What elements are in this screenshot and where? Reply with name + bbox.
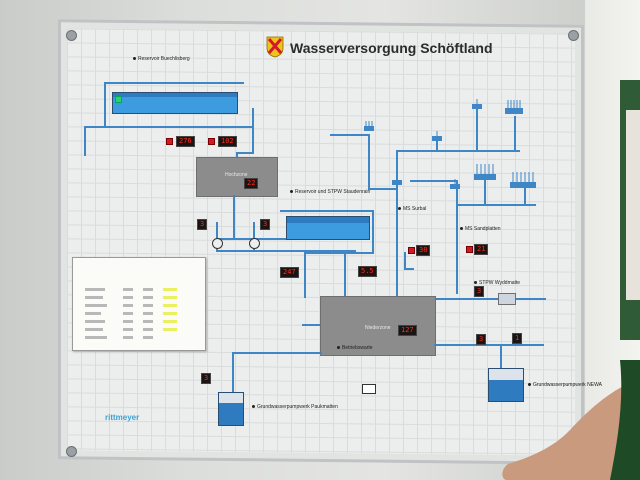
pipe [456,204,536,206]
reservoir-mid-tank [286,216,370,240]
pipe [396,150,398,300]
display-top-right: 102 [218,136,237,147]
box-upper-zone: Hochzone [196,157,278,197]
pump-icon [212,238,223,249]
pipe [216,222,218,250]
status-lamp [408,247,415,254]
pump-icon [249,238,260,249]
consumer-icon [474,164,496,180]
printed-sheet [72,257,206,351]
pump-station-right-label: Grundwasserpumpwerk NEWA [528,382,602,388]
stpw-unit [498,293,516,305]
person-arm [502,360,640,480]
display-mid-left: 3 [197,219,208,230]
pipe [396,150,520,152]
pipe [236,152,254,154]
pipe [436,298,546,300]
consumer-icon [430,128,444,141]
pipe [500,344,502,368]
manufacturer-logo: rittmeyer [105,413,140,422]
reservoir-top-tank [112,92,238,114]
pipe [253,222,255,250]
pipe [302,324,320,326]
pipe [404,252,406,270]
status-lamp [166,138,173,145]
pipe [233,195,235,240]
pipe [368,134,370,190]
pipe [368,188,398,190]
pipe [404,268,414,270]
board-title: Wasserversorgung Schöftland [290,40,493,56]
pipe [232,352,322,354]
pipe [232,352,234,392]
pump-station-left-tank [218,392,244,426]
display-center-left: 247 [280,267,299,278]
pipe [456,182,458,294]
display-center-right: 5.5 [358,266,377,277]
reservoir-top-label: Reservoir Buechlisberg [133,56,190,62]
screw [66,446,77,457]
status-lamp [208,138,215,145]
pipe [84,126,254,128]
box-lower-zone: Niederzone Betriebswarte [320,296,436,356]
display-pump-left: 3 [201,373,212,384]
pipe [280,210,374,212]
pipe [484,180,486,206]
pipe [236,152,238,158]
display-lower-zone: 127 [398,325,417,336]
consumer-icon [390,172,404,185]
display-upper-zone: 22 [244,178,259,189]
display-mid-right: 3 [260,219,271,230]
screw [568,30,579,41]
consumer-icon [470,96,484,109]
pump-station-right-tank [488,368,524,402]
pump-station-left-label: Grundwasserpumpwerk Paukmatten [252,404,338,410]
box-lower-zone-label: Niederzone [365,325,391,331]
pipe [330,134,370,136]
pipe [216,250,356,252]
pipe [434,344,544,346]
stpw-label: STPW Wyddmatte [474,280,520,286]
screw [66,30,77,41]
pipe [84,126,86,156]
box-upper-zone-label: Hochzone [225,172,248,178]
display-lower-right-b: 1 [512,333,523,344]
display-lower-right-a: 3 [476,334,487,345]
consumer-icon [448,176,462,189]
crest-icon [266,36,284,58]
pipe [104,82,106,128]
indicator-unit [362,384,376,394]
display-ms-sandplatten: 21 [474,244,489,255]
pipe [304,252,306,298]
status-lamp [466,246,473,253]
pipe [410,180,458,182]
pipe [252,108,254,154]
ms-surbal-label: MS Surbal [398,206,426,212]
pipe [104,82,244,84]
pipe [476,108,478,152]
consumer-icon [362,118,376,131]
display-stpw: 3 [474,286,485,297]
pipe [304,252,374,254]
pipe [372,210,374,254]
consumer-icon [505,100,523,114]
pipe [524,186,526,206]
display-top-left: 276 [176,136,195,147]
consumer-icon [510,172,536,188]
ms-sandplatten-label: MS Sandplatten [460,226,501,232]
reservoir-mid-label: Reservoir und STPW Staudenrain [290,189,370,195]
box-lower-zone-sub: Betriebswarte [337,345,373,351]
pipe [344,252,346,298]
wall-paper [626,110,640,300]
pipe [436,140,438,152]
display-ms-surbal: 38 [416,245,431,256]
pipe [514,116,516,152]
status-lamp [115,96,122,103]
